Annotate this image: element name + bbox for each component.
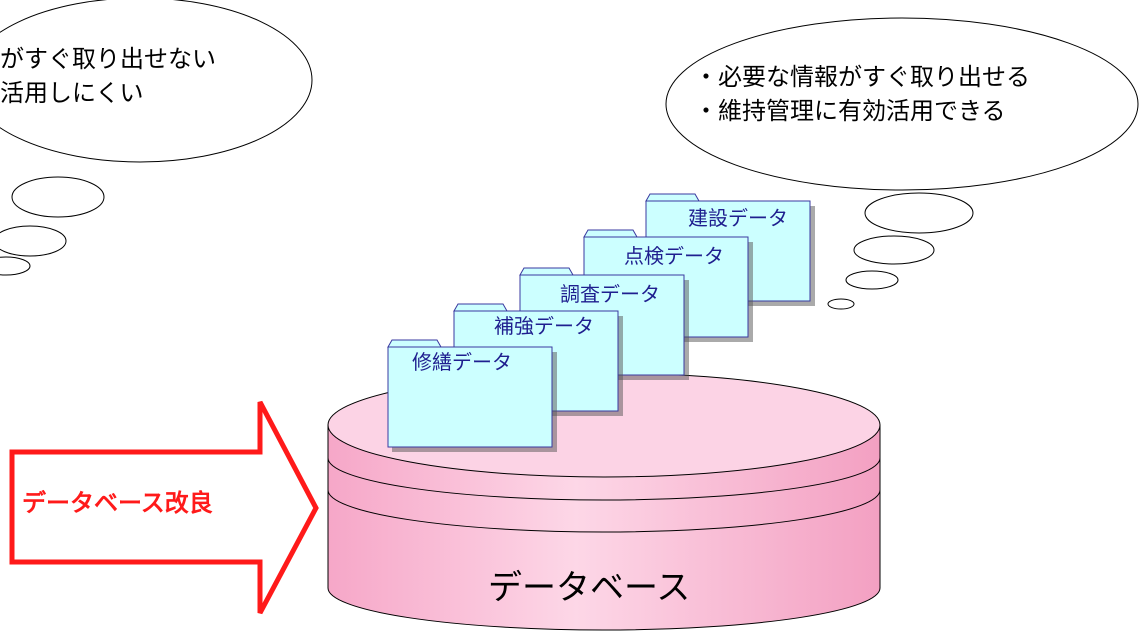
- folder-label-repair: 修繕データ: [412, 350, 512, 374]
- right-thought-bubble: [665, 17, 1139, 310]
- folder-label-inspection: 点検データ: [624, 244, 724, 268]
- left-thought-bubble: [0, 0, 313, 276]
- right-bubble-line-1: ・必要な情報がすぐ取り出せる: [694, 63, 1030, 91]
- left-bubble-line-2: 活用しにくい: [0, 79, 144, 107]
- folder-label-construction: 建設データ: [688, 206, 788, 230]
- folder-repair: [387, 339, 557, 452]
- folder-label-reinforcement: 補強データ: [494, 314, 594, 338]
- improvement-arrow: [9, 400, 319, 615]
- database-label: データベース: [488, 568, 691, 608]
- left-bubble-text: がすぐ取り出せない 活用しにくい: [0, 42, 216, 110]
- folder-label-survey: 調査データ: [560, 282, 660, 306]
- arrow-label: データベース改良: [22, 489, 213, 517]
- right-bubble-text: ・必要な情報がすぐ取り出せる ・維持管理に有効活用できる: [694, 60, 1030, 128]
- left-bubble-line-1: がすぐ取り出せない: [0, 45, 216, 73]
- right-bubble-line-2: ・維持管理に有効活用できる: [694, 97, 1006, 125]
